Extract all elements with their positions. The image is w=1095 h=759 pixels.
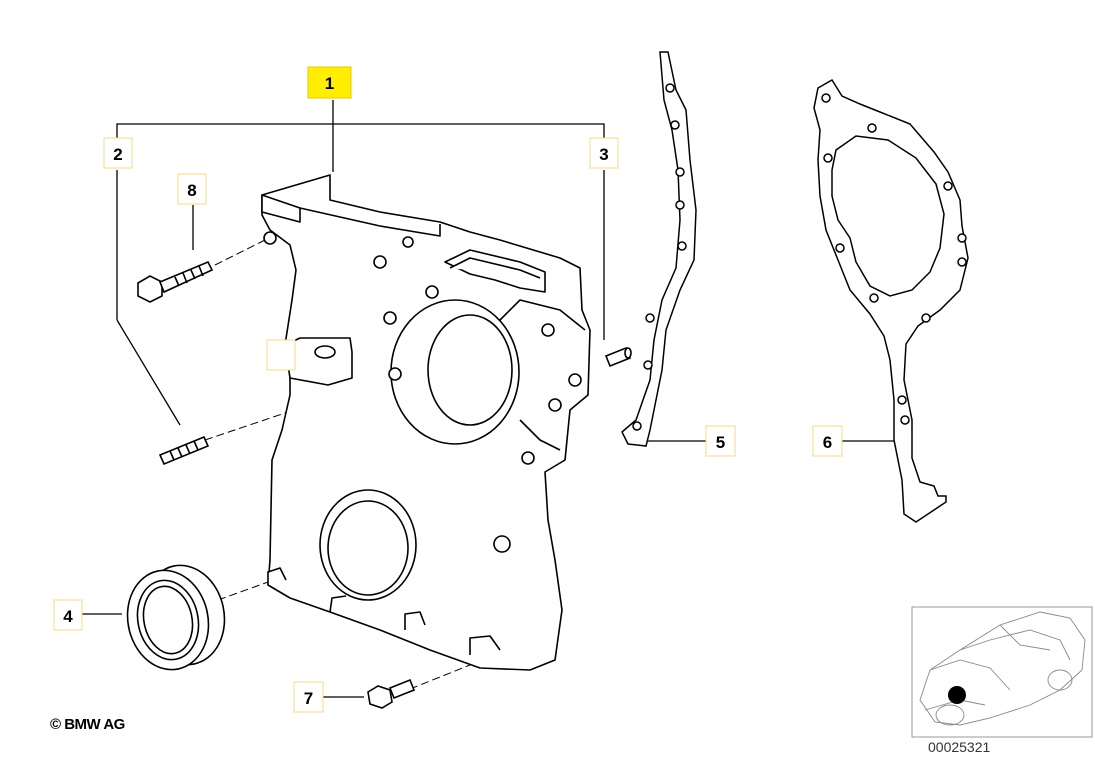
callout-8: 8	[177, 173, 207, 205]
callout-3: 3	[589, 137, 619, 169]
dowel-part-3	[604, 346, 632, 368]
diagram-id: 00025321	[928, 739, 991, 755]
svg-text:7: 7	[304, 689, 313, 708]
callout-7: 7	[293, 681, 324, 713]
copyright-text: © BMW AG	[50, 716, 125, 733]
svg-text:2: 2	[113, 145, 122, 164]
svg-text:1: 1	[325, 74, 334, 93]
callout-6: 6	[812, 425, 843, 457]
callout-5: 5	[705, 425, 736, 457]
callout-blank	[266, 339, 296, 371]
svg-text:3: 3	[599, 145, 608, 164]
svg-text:5: 5	[716, 433, 725, 452]
engine-location-dot	[948, 686, 966, 704]
gasket-part-5	[621, 51, 697, 447]
radial-seal-part-4	[126, 564, 226, 671]
svg-text:4: 4	[63, 607, 73, 626]
stud-part-2	[158, 435, 210, 466]
bolt-part-7	[367, 678, 416, 709]
timing-case-cover-part-1	[261, 174, 591, 671]
callout-2: 2	[103, 137, 133, 169]
callout-4: 4	[53, 599, 83, 631]
callout-1: 1	[307, 66, 352, 99]
svg-text:8: 8	[187, 181, 196, 200]
gasket-part-6	[813, 78, 969, 523]
svg-text:6: 6	[823, 433, 832, 452]
bolt-part-8	[137, 260, 214, 303]
car-locator-icon	[911, 606, 1093, 738]
